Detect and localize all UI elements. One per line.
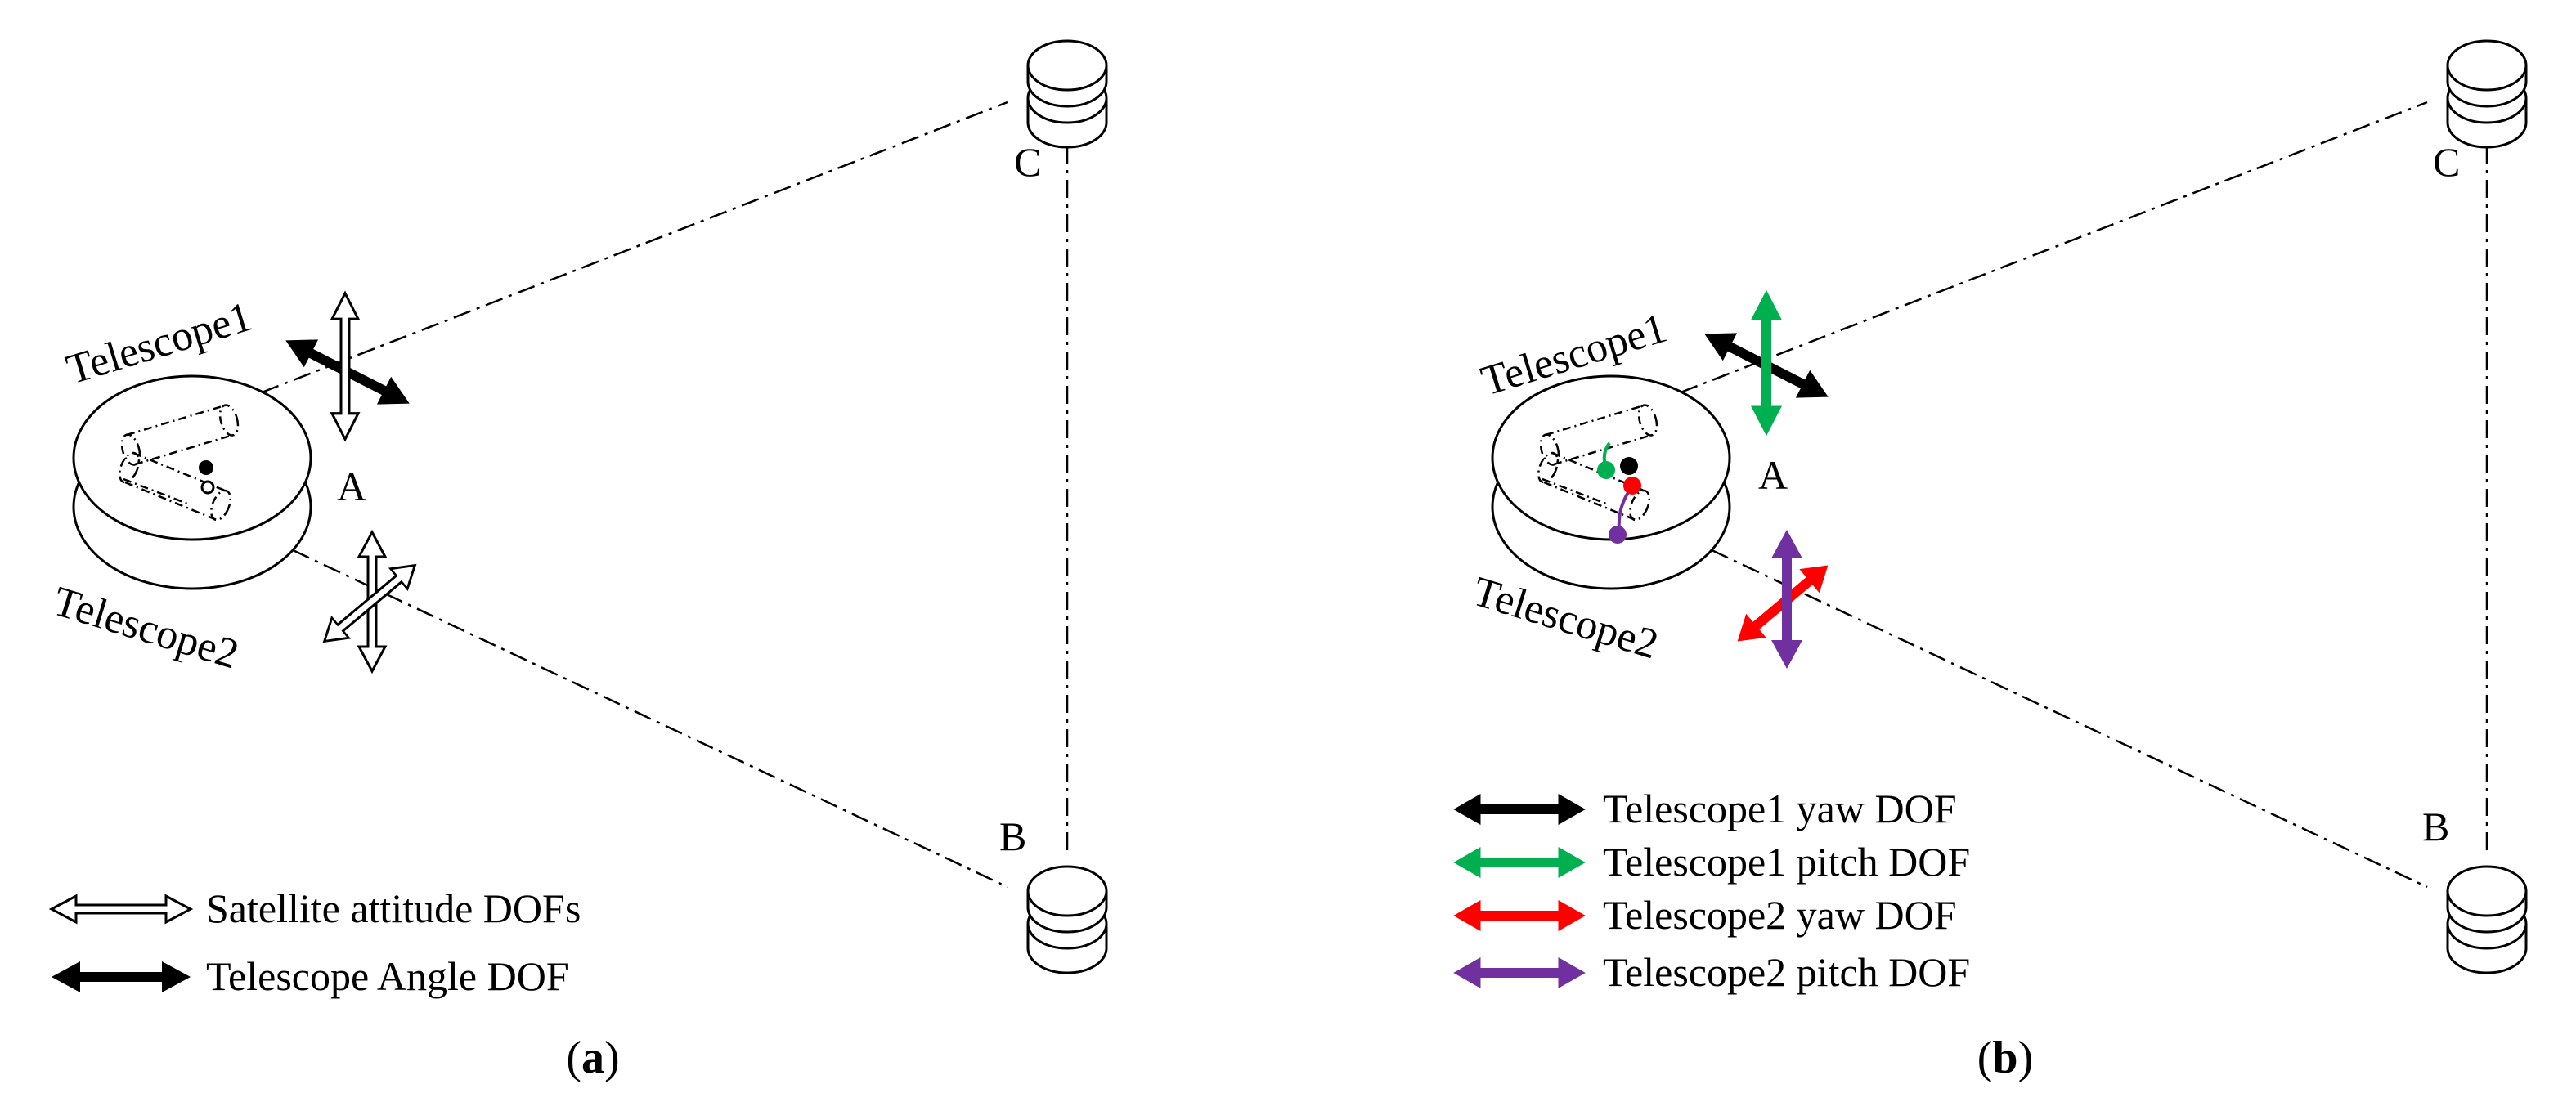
node-label-c: C <box>1014 139 1041 185</box>
legend-solid-arrow-icon <box>52 961 191 992</box>
caption-b: (b) <box>1977 1033 2033 1083</box>
telescope2-pivot-dot <box>200 480 215 495</box>
legend-label-pitch2: Telescope2 pitch DOF <box>1603 949 1970 995</box>
satellite-c-b <box>2446 39 2528 149</box>
satellite-b-b <box>2446 865 2528 974</box>
telescope2-pitch-dof-arrow <box>1771 530 1802 669</box>
telescope2-yaw-dot <box>1623 477 1641 495</box>
link-a-c-line-b <box>1680 101 2428 394</box>
telescope2-label: Telescope2 <box>47 578 244 679</box>
panel-b: C A B Telescope1 Telescope2 Telescope1 y… <box>1453 39 2528 1083</box>
legend-hollow-arrow-icon <box>50 894 192 924</box>
legend-label-attitude: Satellite attitude DOFs <box>206 885 581 931</box>
node-label-c-b: C <box>2433 139 2460 185</box>
satellite-a <box>72 374 312 590</box>
telescope1-pivot-dot <box>199 460 213 475</box>
legend-a: Satellite attitude DOFs Telescope Angle … <box>52 885 581 999</box>
satellite-b <box>1026 865 1108 974</box>
caption-a: (a) <box>566 1033 619 1083</box>
satellite-c <box>1026 39 1108 149</box>
legend-b: Telescope1 yaw DOF Telescope1 pitch DOF … <box>1453 786 1970 995</box>
panel-a: C A B Telescope1 Telescope2 Satellite at… <box>47 39 1108 1083</box>
legend-label-yaw2: Telescope2 yaw DOF <box>1603 892 1957 938</box>
legend-pitch1-arrow-icon <box>1453 847 1586 878</box>
node-label-a-b: A <box>1758 452 1788 498</box>
legend-yaw1-arrow-icon <box>1453 794 1586 825</box>
legend-label-angle: Telescope Angle DOF <box>206 953 569 999</box>
telescope1-yaw-dot <box>1620 457 1638 475</box>
telescope1-pitch-dot <box>1597 461 1615 479</box>
node-label-b-b: B <box>2422 804 2449 849</box>
legend-label-yaw1: Telescope1 yaw DOF <box>1603 786 1957 831</box>
node-label-a: A <box>337 464 366 509</box>
node-label-b: B <box>999 813 1026 859</box>
satellite-a-b <box>1491 374 1731 590</box>
telescope2-pitch-dot <box>1609 526 1627 544</box>
legend-yaw2-arrow-icon <box>1453 900 1586 931</box>
link-a-c-line <box>261 101 1008 394</box>
link-a-b-line-b <box>1680 534 2428 889</box>
legend-label-pitch1: Telescope1 pitch DOF <box>1603 839 1970 885</box>
telescope-pivot-markers <box>1597 441 1641 544</box>
legend-pitch2-arrow-icon <box>1453 957 1586 988</box>
